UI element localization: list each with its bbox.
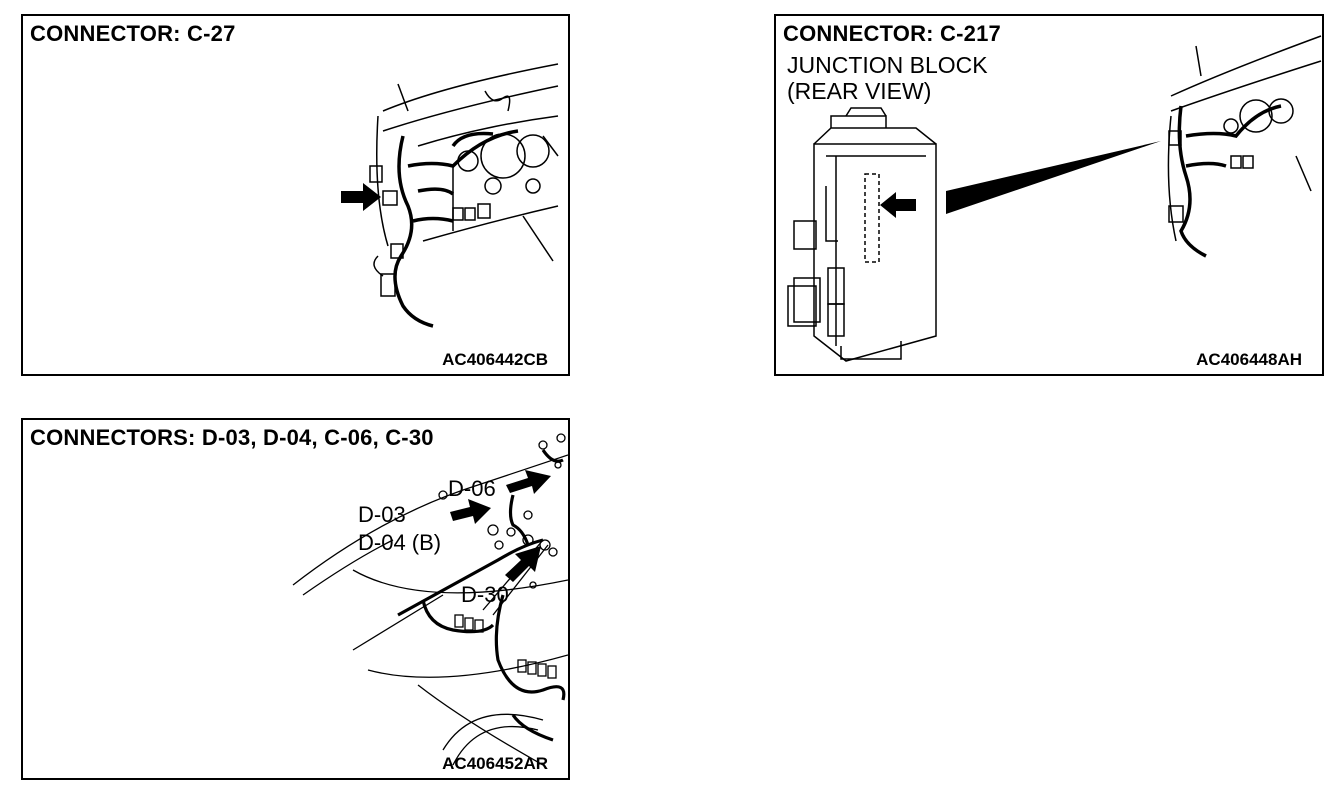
dashboard-wiring-illustration <box>341 63 559 328</box>
subtitle-line-1: JUNCTION BLOCK <box>787 52 988 78</box>
figure-code: AC406448AH <box>1196 350 1302 369</box>
figure-code: AC406452AR <box>442 754 548 773</box>
connectors-d03-d04-c06-c30-panel: CONNECTORS: D-03, D-04, C-06, C-30 <box>21 418 570 780</box>
label-d30: D-30 <box>461 582 509 607</box>
subtitle-line-2: (REAR VIEW) <box>787 78 932 104</box>
connector-pointer-arrow <box>341 183 381 211</box>
connector-c217-panel: CONNECTOR: C-217 JUNCTION BLOCK (REAR VI… <box>774 14 1324 376</box>
c06-pointer-arrow <box>506 470 551 494</box>
d06-pointer-arrow <box>450 499 491 524</box>
junction-block-illustration <box>787 35 1322 362</box>
label-d06: D-06 <box>448 476 496 501</box>
zoom-callout-wedge <box>946 141 1161 214</box>
panel-title: CONNECTOR: C-217 <box>783 21 1001 46</box>
panel-title: CONNECTOR: C-27 <box>30 21 236 46</box>
figure-code: AC406442CB <box>442 350 548 369</box>
d30-pointer-arrow <box>505 546 541 582</box>
panel-title: CONNECTORS: D-03, D-04, C-06, C-30 <box>30 425 434 450</box>
connector-c27-panel: CONNECTOR: C-27 <box>21 14 570 376</box>
label-d03: D-03 <box>358 502 406 527</box>
label-d04: D-04 (B) <box>358 530 442 555</box>
connector-pointer-arrow <box>880 192 916 218</box>
engine-bay-wiring-illustration <box>292 433 568 766</box>
